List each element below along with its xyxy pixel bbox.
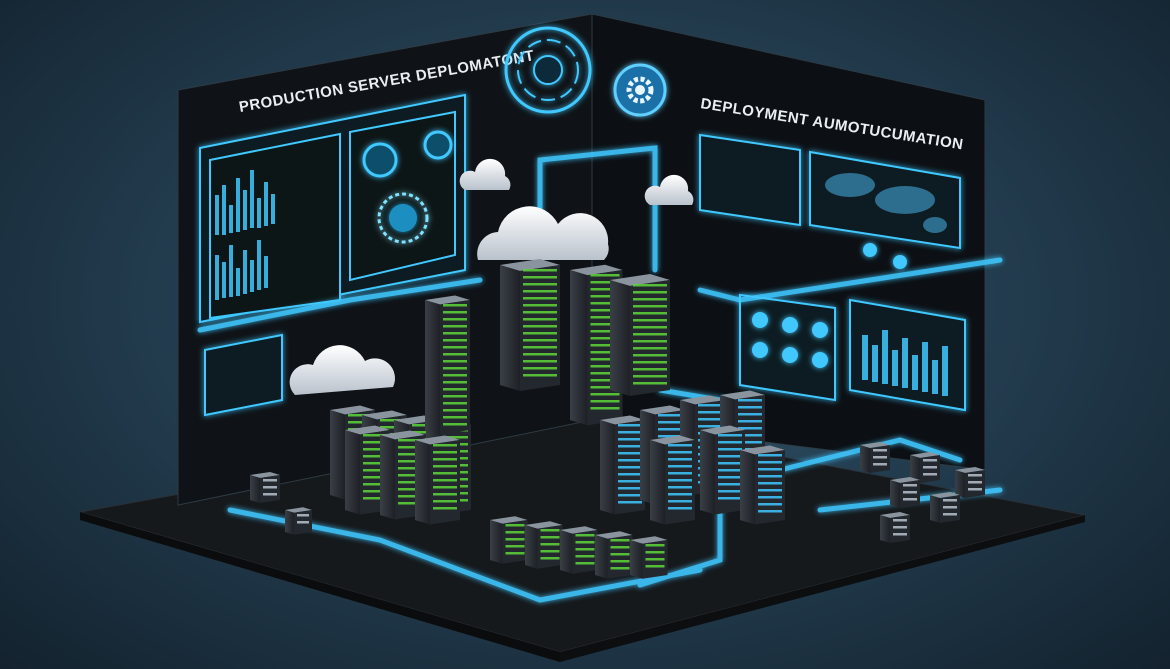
server-rack-icon xyxy=(700,425,745,515)
floor-edge xyxy=(560,515,1085,662)
gauge-graphic xyxy=(362,130,453,244)
server-rack-icon xyxy=(890,477,920,508)
server-rack-icon xyxy=(595,531,633,579)
server-rack-icon xyxy=(860,442,890,473)
server-rack-icon xyxy=(910,452,940,483)
bar-chart-graphic xyxy=(862,330,948,396)
server-rack-icon xyxy=(415,435,460,525)
server-racks xyxy=(250,259,985,579)
server-rack-icon xyxy=(740,445,785,525)
world-map-icon xyxy=(825,173,947,233)
floor-edge xyxy=(80,512,560,662)
server-rack-icon xyxy=(500,259,560,391)
status-buttons xyxy=(752,243,907,368)
server-rack-icon xyxy=(930,492,960,523)
hud-ring xyxy=(504,26,592,114)
cloud-icon xyxy=(459,158,511,190)
server-rack-icon xyxy=(630,536,668,579)
server-rack-icon xyxy=(610,274,670,396)
server-rack-icon xyxy=(600,415,645,515)
server-rack-icon xyxy=(250,472,280,503)
server-rack-icon xyxy=(525,521,563,569)
server-rack-icon xyxy=(490,516,528,564)
cloud-icon xyxy=(477,206,609,260)
server-rack-icon xyxy=(425,295,470,435)
server-rack-icon xyxy=(955,467,985,498)
cloud-icon xyxy=(644,174,694,205)
server-rack-icon xyxy=(285,507,312,535)
bar-chart-graphic xyxy=(215,170,275,300)
server-rack-icon xyxy=(560,526,598,574)
server-rack-icon xyxy=(880,512,910,543)
cloud-icon xyxy=(289,345,395,395)
server-rack-icon xyxy=(650,435,695,525)
gear-icon xyxy=(613,63,667,117)
